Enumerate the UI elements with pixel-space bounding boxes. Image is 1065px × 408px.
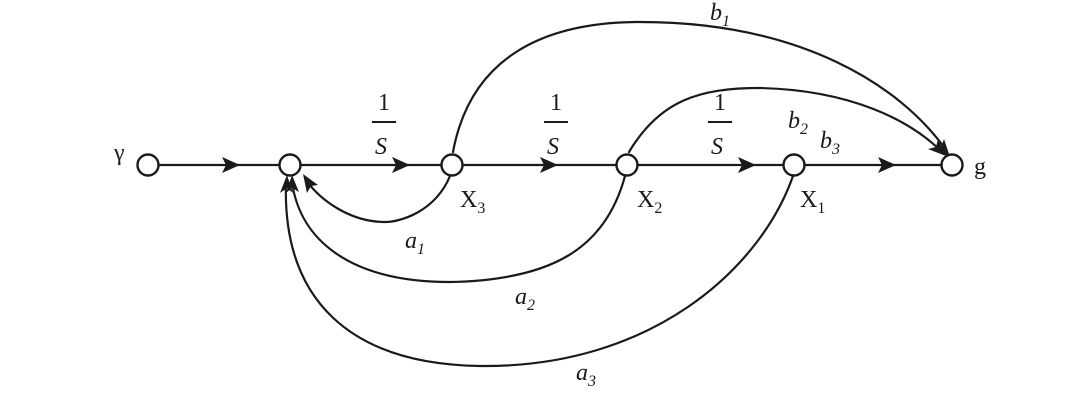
label-x3: X3 (460, 187, 485, 217)
label-x2: X2 (637, 187, 662, 217)
svg-text:S: S (375, 134, 387, 160)
node-x1 (782, 153, 806, 177)
gain-integrator-1: 1 S (372, 90, 396, 160)
svg-text:1: 1 (378, 90, 390, 116)
node-input (136, 153, 160, 177)
svg-text:S: S (547, 134, 559, 160)
node-x3 (440, 153, 464, 177)
label-b2: b2 (788, 108, 808, 138)
arrow-feedback-a1 (303, 174, 318, 193)
svg-text:1: 1 (550, 90, 562, 116)
label-a3: a3 (576, 360, 596, 390)
label-b3: b3 (820, 128, 840, 158)
edge-b2 (627, 86, 944, 154)
edge-feedback-a2 (290, 174, 627, 284)
node-x2 (615, 153, 639, 177)
label-x1: X1 (800, 187, 825, 217)
svg-text:1: 1 (714, 90, 726, 116)
gain-integrator-3: 1 S (708, 90, 732, 160)
label-output: g (974, 154, 986, 180)
label-input: γ (113, 140, 125, 166)
svg-text:S: S (711, 134, 723, 160)
arrow-sum-to-x3 (392, 157, 410, 173)
node-output (940, 153, 964, 177)
edge-feedback-a3 (284, 174, 795, 368)
arrow-b2 (928, 139, 946, 156)
arrow-x1-to-output (878, 157, 896, 173)
gain-integrator-2: 1 S (544, 90, 568, 160)
edge-feedback-a1 (304, 174, 452, 224)
node-sum (278, 153, 302, 177)
arrow-input-to-sum (222, 157, 240, 173)
arrow-feedback-a3 (280, 175, 293, 193)
arrow-x3-to-x2 (540, 157, 558, 173)
label-b1: b1 (710, 0, 730, 30)
arrow-x2-to-x1 (738, 157, 756, 173)
label-a1: a1 (405, 228, 425, 258)
edge-b1 (451, 20, 948, 154)
label-a2: a2 (515, 284, 535, 314)
